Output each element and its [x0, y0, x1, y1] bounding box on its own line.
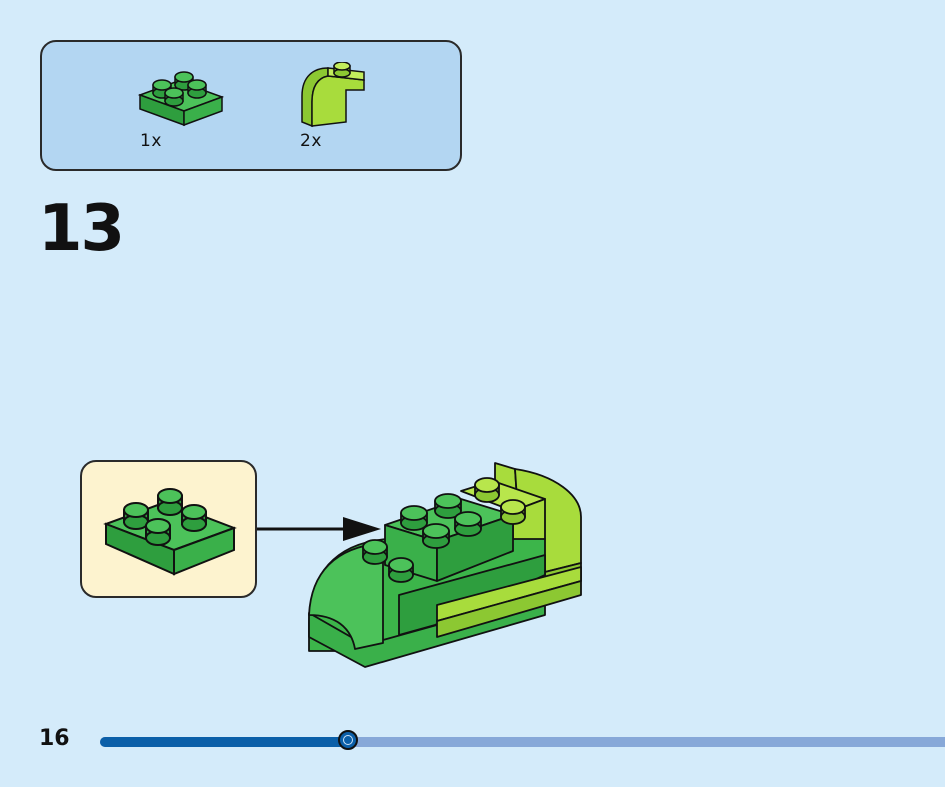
- part-quantity-2: 2x: [300, 131, 322, 151]
- arrow-icon: [257, 517, 381, 541]
- progress-handle[interactable]: [337, 730, 358, 750]
- progress-bar[interactable]: [100, 730, 945, 750]
- step-number: 13: [38, 192, 125, 266]
- parts-list-box: 1x 2x: [40, 40, 462, 171]
- callout-box: [80, 460, 257, 598]
- part-quantity-1: 1x: [140, 131, 162, 151]
- green-2x2-plate-icon: [103, 488, 237, 576]
- lime-curved-brick-icon: [298, 62, 370, 130]
- page-number: 16: [39, 726, 70, 751]
- green-2x2-plate-icon: [138, 67, 224, 129]
- green-car-assembly-icon: [308, 462, 582, 668]
- progress-fill: [100, 737, 348, 747]
- model-illustration: [257, 462, 582, 668]
